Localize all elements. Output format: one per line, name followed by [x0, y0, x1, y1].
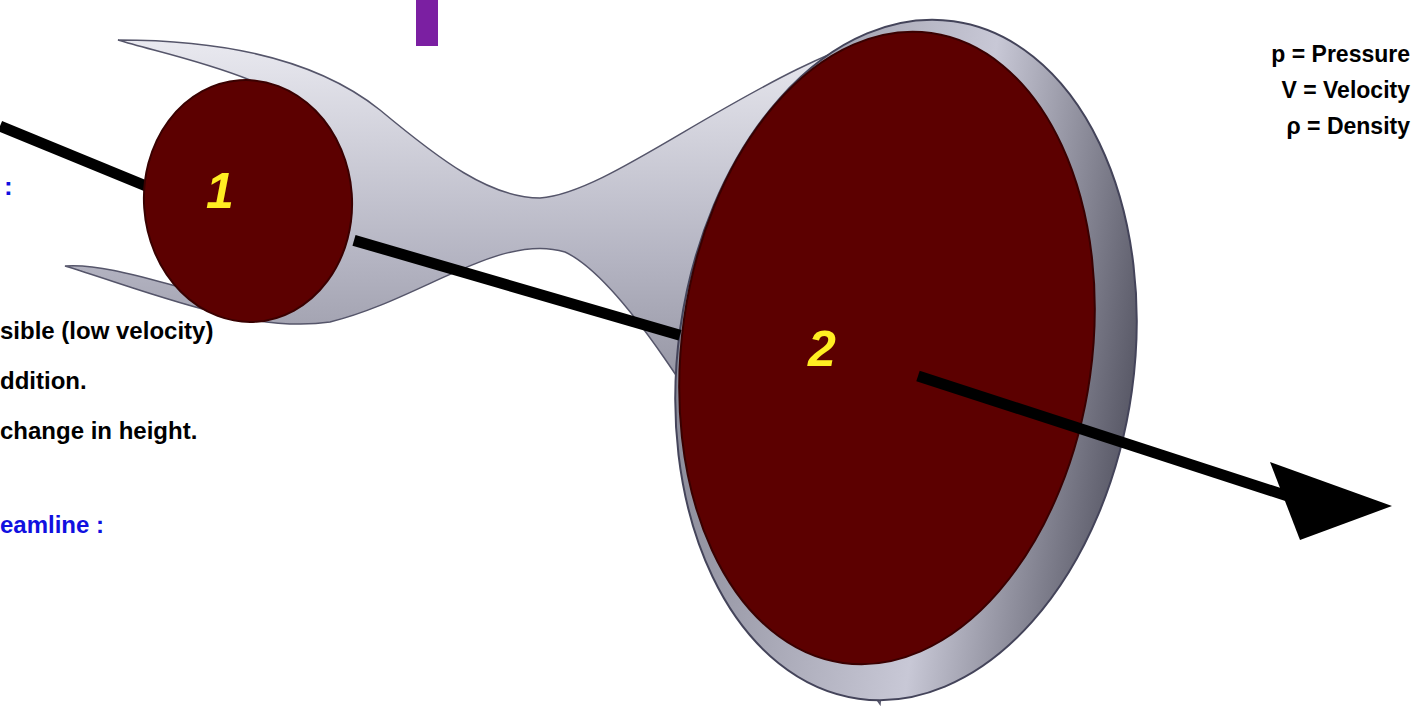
- station-number: 2: [808, 324, 836, 374]
- note-text: eamline :: [0, 512, 104, 538]
- disc-fill: [136, 73, 360, 329]
- streamline-line: [918, 376, 1300, 500]
- note-text: change in height.: [0, 418, 197, 444]
- streamline-segment: [354, 240, 680, 335]
- note-text: ddition.: [0, 368, 87, 394]
- disc-shape: [142, 78, 354, 324]
- station-disc: 1: [142, 78, 354, 324]
- symbol-key: ρ = Density: [1286, 114, 1410, 139]
- station-disc: 2: [680, 28, 1094, 668]
- arrow-head: [1270, 462, 1392, 540]
- disc-fill: [640, 5, 1135, 692]
- note-text: :: [4, 172, 13, 201]
- symbol-key: p = Pressure: [1271, 42, 1410, 67]
- disc-shape: [680, 28, 1094, 668]
- streamline-inlet: [0, 126, 146, 186]
- symbol-key: V = Velocity: [1282, 78, 1411, 103]
- nozzle-exit-rim: [633, 0, 1180, 721]
- nozzle-shell: [65, 20, 930, 704]
- note-text: sible (low velocity): [0, 318, 213, 344]
- title-fragment: [416, 0, 438, 46]
- station-number: 1: [206, 166, 234, 216]
